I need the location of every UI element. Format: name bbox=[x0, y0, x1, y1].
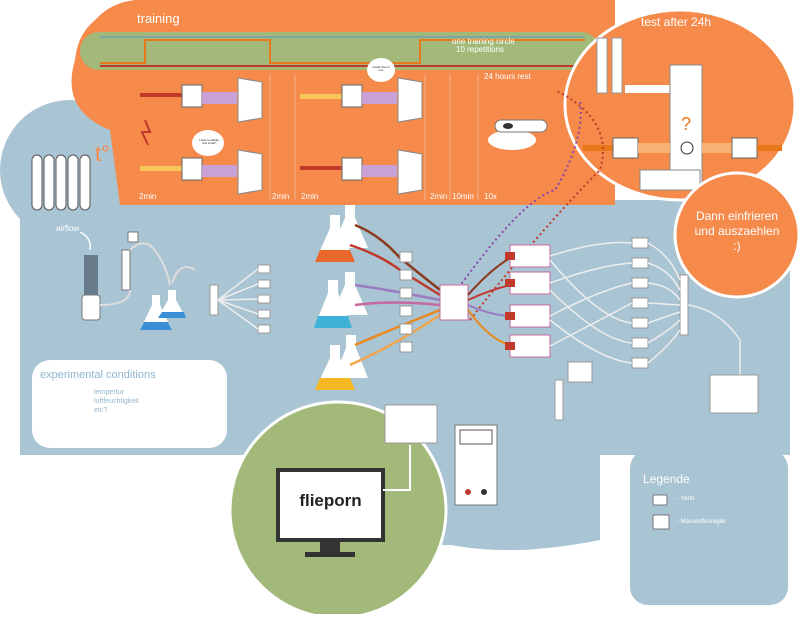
freeze-line-2: und auszaehlen bbox=[694, 224, 780, 238]
legend-icons bbox=[652, 494, 670, 530]
test-region bbox=[563, 8, 797, 202]
freeze-line-3: :) bbox=[733, 239, 741, 253]
time-label-6: 10x bbox=[484, 192, 497, 201]
bubble-dislike: I start to dislike this smell! bbox=[198, 138, 219, 145]
air-supply bbox=[79, 231, 196, 330]
time-label-5: 10min bbox=[452, 192, 474, 201]
condition-1: tempertur bbox=[94, 389, 124, 396]
training-title: training bbox=[137, 11, 180, 26]
time-label-2: 2min bbox=[272, 192, 290, 201]
test-question: ? bbox=[681, 114, 692, 134]
time-label-4: 2min bbox=[430, 192, 448, 201]
legend-mfc: - Massenflusregler bbox=[677, 519, 727, 525]
heater-label: t° bbox=[95, 141, 110, 166]
training-rest: 24 hours rest bbox=[484, 72, 531, 81]
condition-3: etc? bbox=[94, 407, 108, 414]
training-tubes bbox=[140, 58, 548, 195]
freeze-line-1: Dann einfrieren bbox=[695, 209, 779, 223]
controller bbox=[384, 404, 498, 506]
monitor-label: flieporn bbox=[299, 491, 362, 510]
legend-title: Legende bbox=[643, 472, 690, 486]
time-label-1: 2min bbox=[139, 192, 157, 201]
time-label-3: 2min bbox=[301, 192, 319, 201]
training-repetitions: 10 repetitions bbox=[456, 45, 505, 54]
legend-valve: - Venti bbox=[677, 496, 695, 502]
training-circle-label: one training circle bbox=[452, 37, 515, 46]
bubble-fine: smells fine to me! bbox=[372, 65, 390, 72]
conditions-title: experimental conditions bbox=[40, 369, 156, 381]
airflow-label: airflow bbox=[56, 224, 80, 233]
test-title: test after 24h bbox=[641, 15, 712, 29]
condition-2: luftfeuchtigkeit bbox=[94, 398, 139, 405]
conditions-box bbox=[32, 360, 227, 448]
freeze-circle bbox=[673, 171, 800, 299]
heater bbox=[31, 154, 91, 211]
manifolds bbox=[209, 205, 759, 421]
monitor-region bbox=[228, 400, 448, 619]
